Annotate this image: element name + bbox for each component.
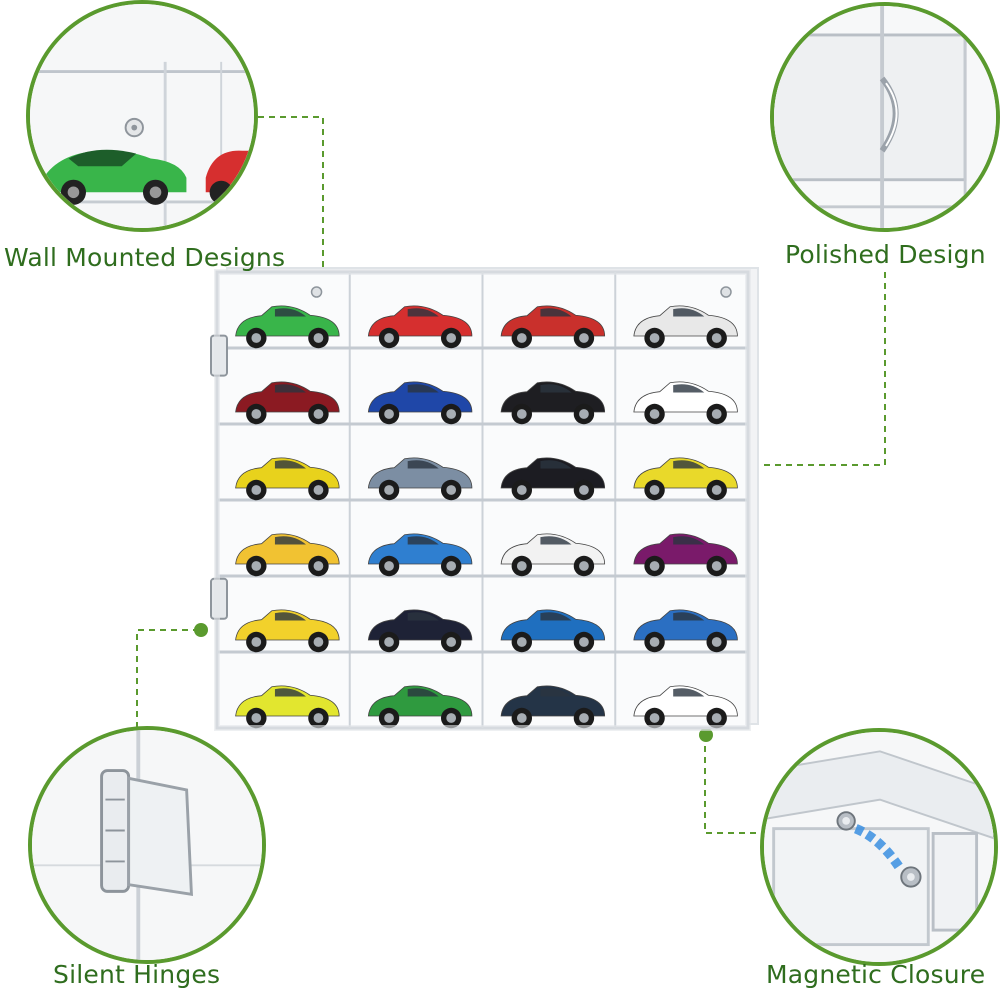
toy-car [500, 457, 606, 501]
magnetic-detail-circle [760, 728, 998, 966]
toy-car [367, 305, 473, 349]
toy-car [500, 685, 606, 729]
toy-car [500, 381, 606, 425]
magnet-icon [836, 811, 922, 888]
toy-car [235, 609, 340, 653]
toy-car [235, 685, 340, 729]
toy-car [500, 533, 606, 577]
polished-detail-circle [770, 2, 1000, 232]
magnetic-callout-dot [699, 728, 713, 742]
toy-car [633, 457, 738, 501]
toy-car [633, 609, 738, 653]
magnetic-label: Magnetic Closure [766, 960, 986, 989]
wall-mount-label: Wall Mounted Designs [4, 243, 286, 272]
toy-car [633, 685, 738, 729]
hinge-icon [100, 769, 193, 896]
wall-mount-detail-image [30, 4, 254, 228]
toy-car [367, 685, 473, 729]
toy-car [633, 533, 738, 577]
toy-car [633, 381, 738, 425]
toy-car [367, 381, 473, 425]
toy-car [235, 381, 340, 425]
hinges-detail-image [32, 730, 262, 960]
hinges-detail-circle [28, 726, 266, 964]
display-case [205, 258, 760, 738]
toy-car [500, 609, 606, 653]
magnetic-detail-image [764, 732, 994, 962]
hinges-callout-dot [194, 623, 208, 637]
polished-label: Polished Design [785, 240, 986, 269]
wall-mount-detail-circle [26, 0, 258, 232]
toy-car [500, 305, 606, 349]
toy-car [235, 533, 340, 577]
screw-icon [720, 286, 732, 298]
toy-car [235, 457, 340, 501]
screw-icon [310, 286, 323, 298]
toy-car [367, 457, 473, 501]
toy-car [633, 305, 738, 349]
toy-car [367, 533, 473, 577]
toy-car [367, 609, 473, 653]
hinges-label: Silent Hinges [53, 960, 221, 989]
display-case-illustration [210, 267, 759, 731]
polished-detail-image [774, 6, 996, 228]
toy-car [235, 305, 340, 349]
